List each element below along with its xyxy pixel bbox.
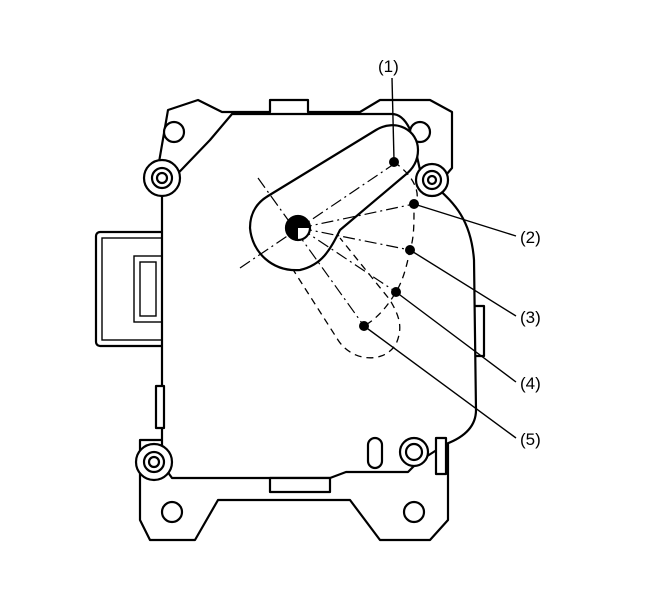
boss-left-upper (142, 158, 182, 198)
side-connector (94, 230, 174, 348)
callout-label-5: (5) (520, 430, 541, 449)
leader-line-4 (395, 291, 517, 383)
leader-line-5 (363, 325, 517, 439)
mounting-hole-top-left (162, 120, 186, 144)
callout-label-1: (1) (378, 57, 399, 76)
boss-right-lower (398, 436, 430, 468)
boss-right-upper (414, 162, 450, 198)
leader-line-3 (409, 249, 517, 317)
callout-label-4: (4) (520, 374, 541, 393)
housing-bottom-tab (268, 476, 332, 494)
leader-line-1 (391, 77, 395, 161)
slot-hole (366, 436, 384, 470)
housing-left-tab (154, 384, 166, 430)
boss-left-lower (134, 442, 174, 482)
position-dot-1 (389, 157, 399, 167)
mounting-hole-bottom-right (402, 500, 426, 524)
lever-alternate-position-outline (291, 237, 401, 359)
pivot-shaft (284, 214, 312, 242)
leader-line-2 (413, 203, 517, 237)
callout-label-2: (2) (520, 228, 541, 247)
housing-right-tab (434, 436, 448, 476)
callout-label-3: (3) (520, 308, 541, 327)
mounting-hole-bottom-left (160, 500, 184, 524)
